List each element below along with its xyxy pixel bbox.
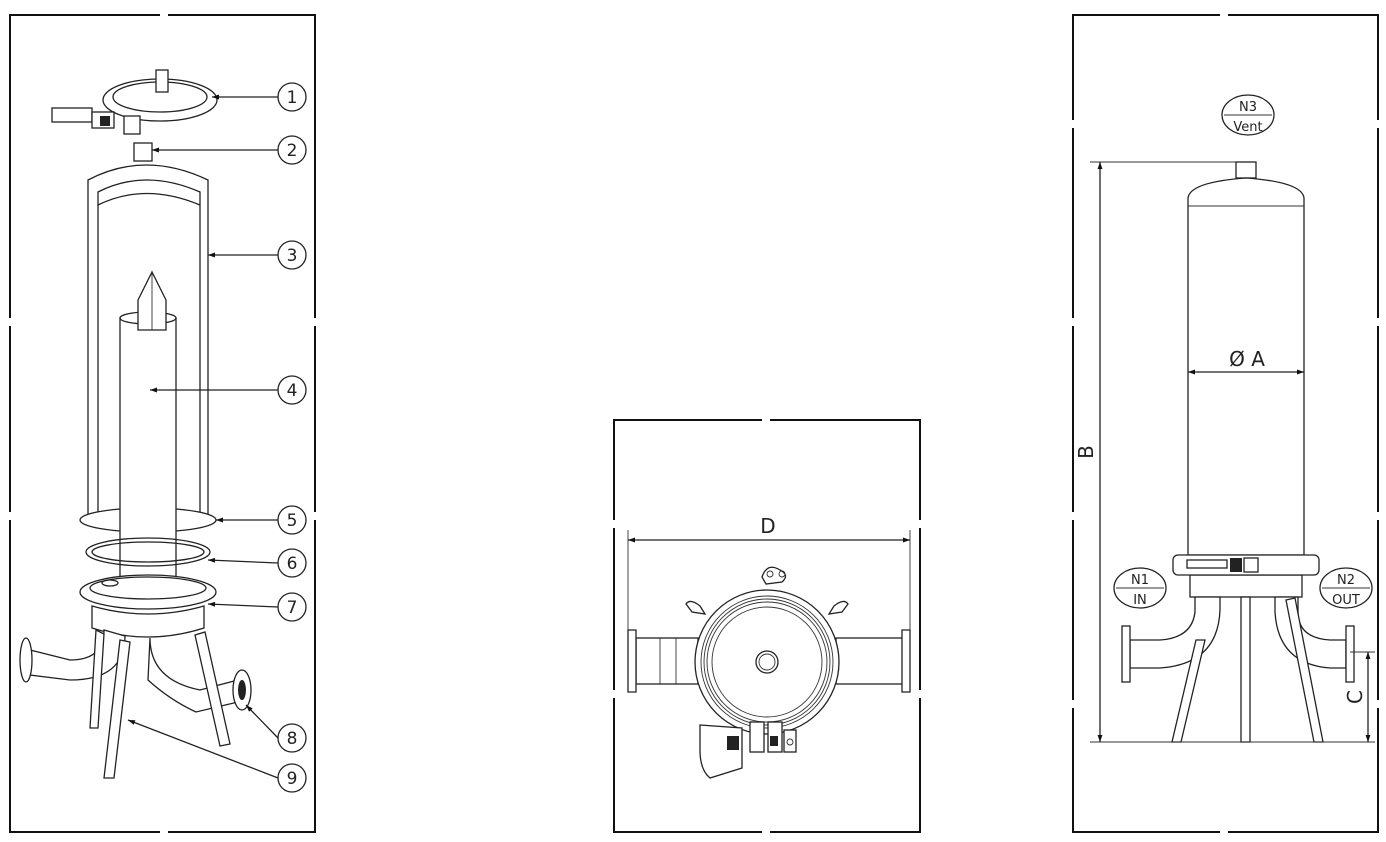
dimension-d: D (627, 514, 911, 632)
clamp-ring (51, 69, 218, 135)
inlet-outlet-pipes-and-legs (19, 628, 252, 779)
callout-7: 7 (277, 592, 307, 622)
front-view-housing (1121, 161, 1355, 743)
front-view-panel: B Ø A C N3 Vent N1 IN N2 OUT (1071, 13, 1380, 834)
callout-8: 8 (277, 723, 307, 753)
callout-2: 2 (277, 135, 307, 165)
nozzle-label-n1: N1 IN (1113, 567, 1167, 609)
dimension-a: Ø A (1188, 347, 1304, 375)
nozzle-label-n2: N2 OUT (1319, 567, 1373, 609)
svg-text:3: 3 (287, 246, 298, 266)
svg-text:9: 9 (287, 769, 298, 789)
callout-leaders (127, 94, 279, 779)
top-view-panel: D (612, 418, 922, 834)
frame-breaks (1071, 13, 1380, 834)
svg-text:4: 4 (287, 381, 298, 401)
svg-text:2: 2 (287, 141, 298, 161)
svg-text:D: D (760, 514, 775, 538)
exploded-view-panel: 1 2 3 4 5 6 7 8 9 (8, 13, 317, 834)
callout-1: 1 (277, 82, 307, 112)
svg-text:N3: N3 (1239, 100, 1257, 115)
nozzle-label-n3: N3 Vent (1221, 94, 1275, 136)
svg-text:5: 5 (287, 511, 298, 531)
svg-text:N1: N1 (1131, 573, 1149, 588)
top-view-housing (627, 566, 911, 779)
gasket-and-head (79, 537, 217, 638)
svg-text:6: 6 (287, 554, 298, 574)
svg-text:Ø A: Ø A (1229, 347, 1265, 371)
svg-text:Vent: Vent (1233, 120, 1262, 135)
svg-text:7: 7 (287, 598, 298, 618)
svg-text:N2: N2 (1337, 573, 1355, 588)
callout-4: 4 (277, 375, 307, 405)
svg-text:IN: IN (1133, 593, 1147, 608)
svg-text:C: C (1343, 690, 1367, 704)
frame-breaks (612, 418, 922, 834)
frame-breaks (8, 13, 317, 834)
svg-text:8: 8 (287, 729, 298, 749)
filter-cartridge (119, 270, 177, 597)
svg-text:1: 1 (287, 88, 298, 108)
svg-text:B: B (1074, 445, 1098, 459)
callout-5: 5 (277, 505, 307, 535)
dimension-b: B (1074, 161, 1375, 743)
callout-3: 3 (277, 240, 307, 270)
callout-9: 9 (277, 763, 307, 793)
callout-6: 6 (277, 548, 307, 578)
svg-text:OUT: OUT (1332, 593, 1360, 608)
dimension-c: C (1343, 651, 1375, 742)
